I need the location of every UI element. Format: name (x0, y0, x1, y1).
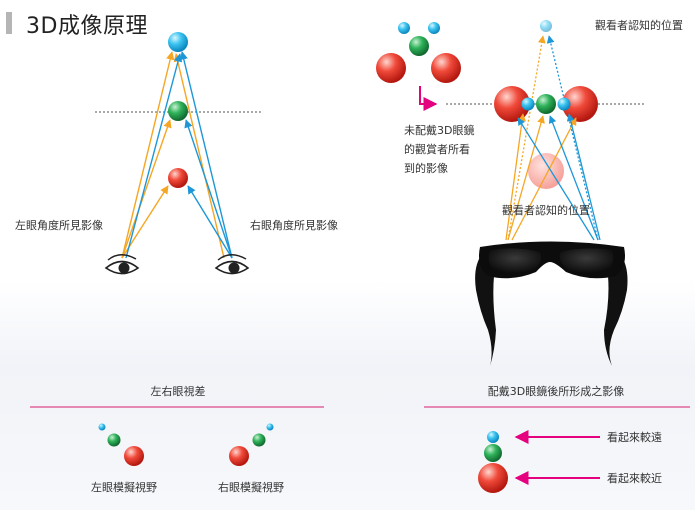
perceived-position-label-mid: 觀看者認知的位置 (502, 203, 590, 217)
left-diagram: 左眼角度所見影像 右眼角度所見影像 (15, 32, 338, 275)
blue-ball (428, 22, 440, 34)
red-ball (168, 168, 188, 188)
eye-icon (214, 254, 250, 275)
no-glasses-label-1: 未配戴3D眼鏡 (404, 123, 474, 137)
parallax-section: 左右眼視差 左眼模擬視野 右眼模擬視野 (30, 384, 324, 494)
red-ball (494, 86, 530, 122)
with-glasses-label: 配戴3D眼鏡後所形成之影像 (488, 384, 624, 398)
left-eye-view-label: 左眼角度所見影像 (15, 218, 103, 232)
blue-ball (168, 32, 188, 52)
blue-ball (521, 97, 535, 111)
eye-icon (104, 254, 140, 275)
pointer-arrow (419, 86, 438, 111)
blue-ball-perceived (540, 20, 552, 32)
no-glasses-label-2: 的觀賞者所看 (404, 142, 470, 156)
right-eye-view-label: 右眼角度所見影像 (250, 218, 338, 232)
right-diagram: 觀看者認知的位置 未配戴3D眼鏡 的觀賞者所看 到的影像 觀看者認知的位置 (376, 18, 683, 366)
red-ball (376, 53, 406, 83)
green-ball (536, 94, 556, 114)
right-eye-rays (125, 51, 233, 259)
left-sim-label: 左眼模擬視野 (91, 480, 157, 494)
dotted-rays (507, 35, 599, 241)
glasses-result-section: 配戴3D眼鏡後所形成之影像 看起來較遠 看起來較近 (424, 384, 690, 493)
blue-ball (398, 22, 410, 34)
right-sim-label: 右眼模擬視野 (218, 480, 284, 494)
red-ball (229, 446, 249, 466)
parallax-label: 左右眼視差 (151, 384, 206, 398)
blue-ball (557, 97, 571, 111)
red-ball (478, 463, 508, 493)
glasses-rays (505, 113, 601, 241)
perceived-position-label: 觀看者認知的位置 (595, 18, 683, 32)
title-accent-bar (6, 12, 12, 34)
green-ball (168, 101, 188, 121)
red-ball-perceived (528, 153, 564, 189)
green-ball (409, 36, 429, 56)
blue-ball (487, 431, 499, 443)
looks-far-label: 看起來較遠 (607, 430, 662, 444)
red-ball (562, 86, 598, 122)
green-ball (107, 433, 121, 447)
looks-near-label: 看起來較近 (607, 471, 662, 485)
green-ball (484, 444, 502, 462)
no-glasses-label-3: 到的影像 (404, 161, 448, 175)
blue-ball (266, 423, 274, 431)
blue-ball (98, 423, 106, 431)
page-title: 3D成像原理 (26, 14, 148, 39)
red-ball (124, 446, 144, 466)
green-ball (252, 433, 266, 447)
3d-glasses-icon (475, 241, 628, 366)
red-ball (431, 53, 461, 83)
